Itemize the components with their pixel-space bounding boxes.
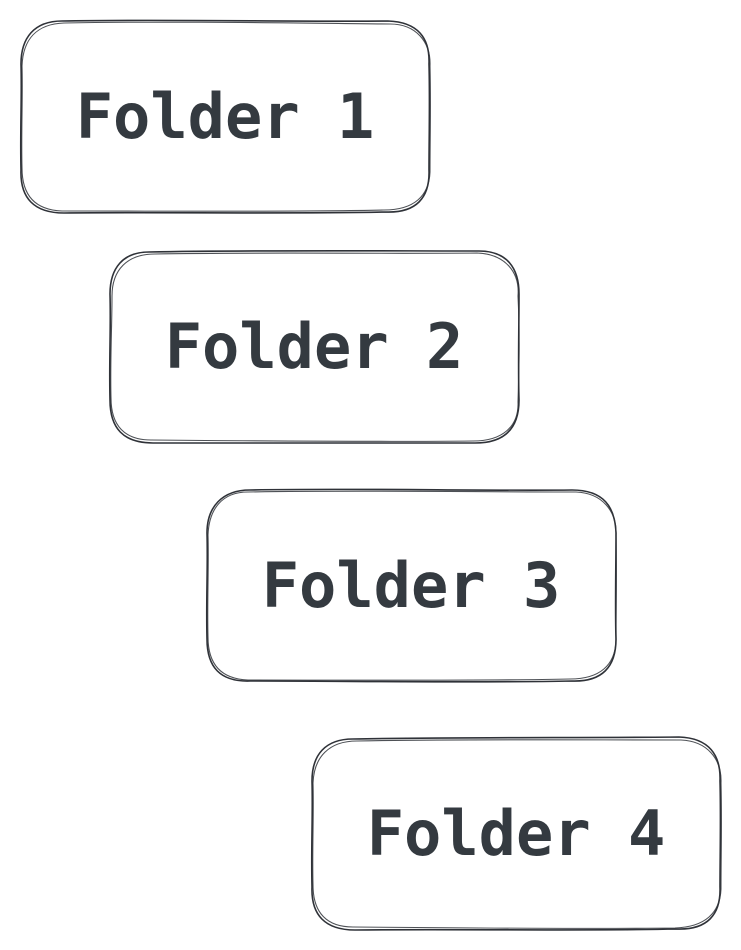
folder-3-node[interactable]: Folder 3 [205,488,617,683]
folder-4-node[interactable]: Folder 4 [310,736,722,931]
folder-3-label: Folder 3 [261,549,561,622]
folder-2-label: Folder 2 [164,310,464,383]
folder-4-box [310,736,722,931]
folder-2-box [108,249,520,445]
folder-1-node[interactable]: Folder 1 [19,19,431,214]
folder-3-box [205,488,617,683]
folder-1-box [19,19,431,214]
folder-1-label: Folder 1 [75,80,375,153]
folder-4-label: Folder 4 [366,797,666,870]
folder-2-node[interactable]: Folder 2 [108,249,520,445]
